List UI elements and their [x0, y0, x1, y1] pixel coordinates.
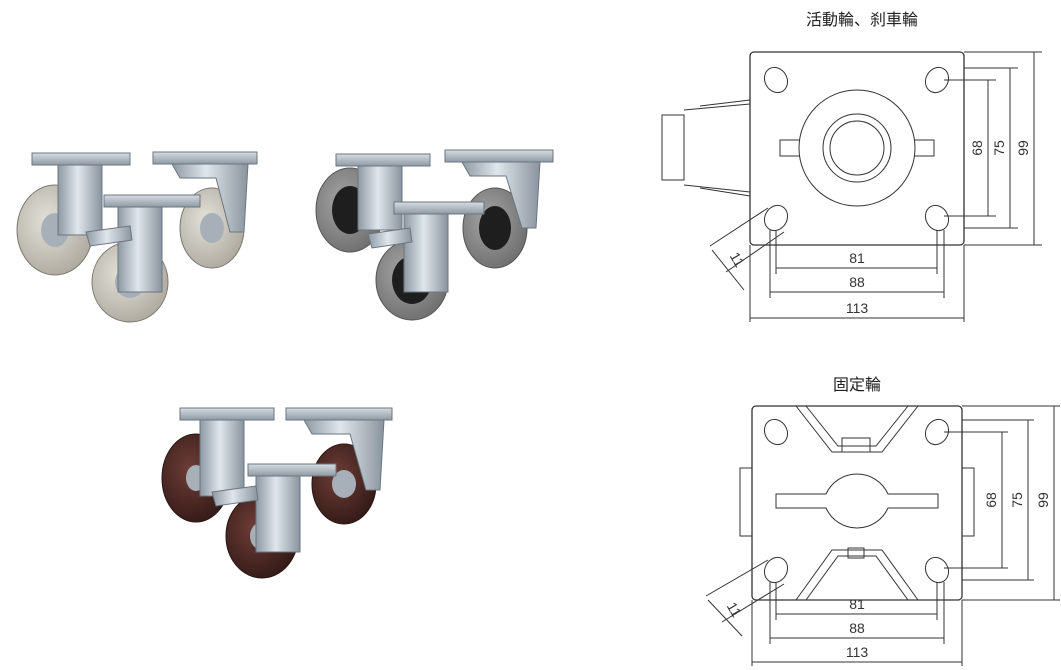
mount-hole	[763, 556, 789, 584]
dim-81: 81	[849, 596, 865, 612]
center-slot	[775, 473, 939, 529]
fixed-bracket	[303, 419, 385, 491]
axle-end	[847, 547, 865, 559]
grey-black-wheel-caster-set	[315, 149, 554, 321]
fork	[403, 213, 449, 293]
side-ear	[739, 467, 753, 537]
dim-88: 88	[849, 620, 865, 636]
dim-line-hole	[705, 559, 785, 637]
dim-line-113	[749, 245, 965, 322]
top-plate	[247, 463, 337, 477]
grey-wheel-caster-set	[16, 151, 258, 323]
dim-line-75	[962, 419, 1034, 581]
fixed-drawing: 固定輪 68 75 99 81 88 113	[705, 375, 1060, 666]
top-plate	[393, 201, 485, 215]
brake-pedal	[211, 485, 259, 507]
top-plate	[179, 407, 275, 421]
side-ear	[961, 467, 975, 537]
dim-68: 68	[969, 140, 985, 156]
bearing-tabs	[779, 139, 935, 157]
swivel-brake-title: 活動輪、刹車輪	[806, 10, 918, 29]
dim-line-hole	[709, 207, 785, 291]
dim-75: 75	[1009, 492, 1025, 508]
fixed-title: 固定輪	[833, 375, 881, 394]
dim-line-68	[944, 79, 996, 217]
fork	[57, 164, 103, 236]
dim-88: 88	[849, 274, 865, 290]
fork	[117, 206, 163, 293]
fixed-bracket	[171, 163, 249, 233]
dim-line-113	[751, 600, 963, 666]
dim-81: 81	[849, 250, 865, 266]
bracket-bottom	[795, 549, 919, 601]
wheel-side-lines	[683, 99, 751, 197]
top-plate-outline	[749, 51, 965, 246]
top-plate-outline	[751, 405, 963, 601]
hub	[479, 206, 511, 250]
brake-pedal	[85, 225, 133, 247]
top-plate	[285, 407, 393, 421]
hub	[200, 213, 224, 243]
mount-hole	[763, 204, 789, 232]
top-plate	[103, 194, 201, 208]
dim-line-99	[964, 51, 1042, 246]
dim-line-99	[962, 405, 1060, 601]
bearing-core	[829, 120, 885, 176]
dim-99: 99	[1035, 492, 1051, 508]
fork	[357, 165, 403, 231]
mount-hole	[763, 418, 789, 446]
mount-hole	[763, 66, 789, 94]
bearing-outer	[798, 89, 916, 207]
brown-wheel-caster-set	[161, 407, 393, 579]
bracket-bottom-inner	[805, 555, 909, 601]
dim-75: 75	[991, 140, 1007, 156]
swivel-brake-drawing: 活動輪、刹車輪 68 75 99 81 88 113 11	[661, 10, 1042, 322]
dim-line-68	[944, 431, 1008, 569]
top-plate	[152, 151, 258, 165]
fixed-bracket	[461, 161, 541, 229]
mount-hole	[924, 204, 950, 232]
dim-68: 68	[983, 492, 999, 508]
dim-hole: 11	[724, 599, 745, 620]
dim-113: 113	[846, 300, 869, 316]
dim-hole: 11	[727, 249, 748, 270]
brake-pedal	[367, 227, 413, 249]
dim-line-75	[964, 67, 1018, 229]
mount-hole	[924, 66, 950, 94]
top-plate	[444, 149, 554, 163]
dim-113: 113	[846, 644, 869, 660]
hub	[332, 470, 356, 498]
axle-nut	[841, 437, 871, 453]
dim-99: 99	[1015, 140, 1031, 156]
top-plate	[335, 153, 431, 167]
bearing-inner	[822, 113, 892, 183]
fork	[199, 419, 245, 497]
fork	[255, 475, 301, 553]
wheel-side	[661, 114, 685, 181]
mount-hole	[924, 418, 950, 446]
top-plate	[31, 152, 131, 166]
bracket-top-inner	[805, 405, 909, 447]
mount-hole	[924, 556, 950, 584]
